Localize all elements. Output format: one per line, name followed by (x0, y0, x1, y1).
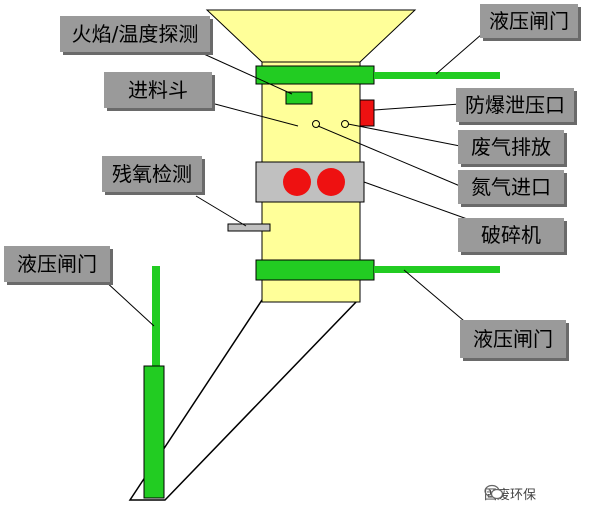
label-hydraulic-gate-left: 液压闸门 (4, 246, 110, 282)
label-exhaust-discharge: 废气排放 (458, 130, 564, 164)
flame-sensor (285, 91, 313, 105)
label-flame-temperature-detection: 火焰/温度探测 (60, 16, 210, 52)
crusher-roller-left (283, 168, 311, 196)
label-feed-hopper: 进料斗 (104, 72, 212, 108)
watermark: 固废环保 (484, 484, 536, 503)
label-nitrogen-inlet: 氮气进口 (458, 170, 564, 204)
hydraulic-gate-top (255, 65, 375, 85)
exhaust-port (341, 120, 349, 128)
label-residual-oxygen-detection: 残氧检测 (102, 156, 202, 192)
label-hydraulic-gate-top-right: 液压闸门 (480, 4, 578, 38)
hydraulic-gate-top-rod (374, 72, 500, 79)
explosion-vent (359, 99, 375, 127)
hopper-funnel (205, 9, 417, 63)
hydraulic-gate-left (143, 365, 165, 499)
label-hydraulic-gate-bottom-right: 液压闸门 (460, 320, 566, 358)
label-crusher: 破碎机 (458, 218, 564, 252)
wechat-icon (484, 484, 504, 500)
crusher-roller-right (317, 168, 345, 196)
nitrogen-port (312, 120, 320, 128)
hydraulic-gate-bottom (255, 259, 375, 281)
hydraulic-gate-left-rod (152, 266, 160, 366)
o2-sensor (227, 223, 271, 232)
label-explosion-vent: 防爆泄压口 (456, 88, 574, 122)
hydraulic-gate-bottom-rod (374, 266, 500, 273)
leader-lines (103, 33, 483, 327)
